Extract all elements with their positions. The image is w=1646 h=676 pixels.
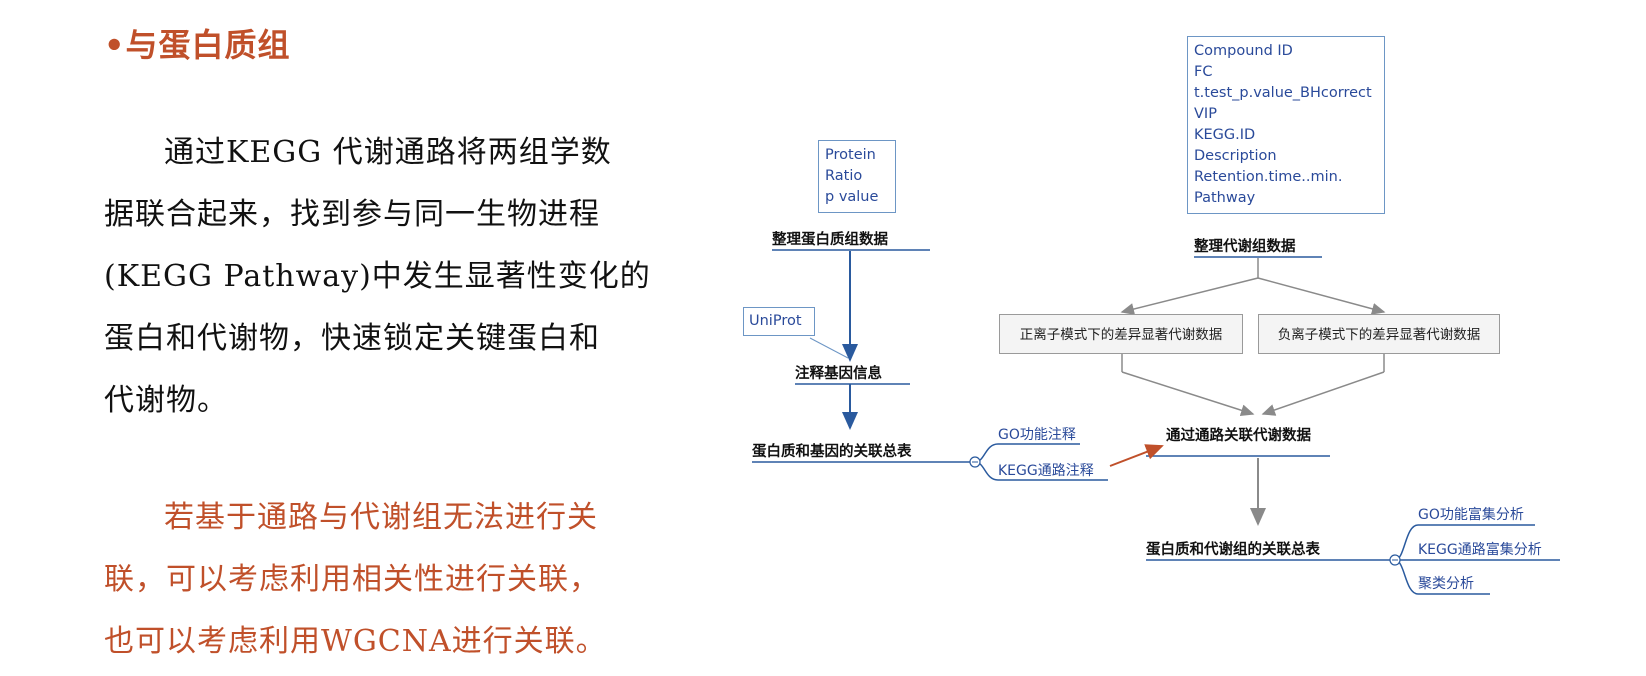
node-go-enrichment: GO功能富集分析 <box>1418 507 1524 523</box>
intro-line: 蛋白和代谢物，快速锁定关键蛋白和 <box>104 321 600 356</box>
metab-to-neg-arrow <box>1257 277 1386 315</box>
node-metabolome-data: 整理代谢组数据 <box>1194 239 1296 255</box>
note-line: 也可以考虑利用WGCNA进行关联。 <box>104 624 607 659</box>
node-protein-gene-table: 蛋白质和基因的关联总表 <box>752 444 912 460</box>
intro-line: 通过KEGG 代谢通路将两组学数 <box>164 135 612 170</box>
uniprot-label: UniProt <box>749 313 802 329</box>
uniprot-connector <box>809 337 849 359</box>
node-protein-data: 整理蛋白质组数据 <box>772 232 888 248</box>
intro-line: 据联合起来，找到参与同一生物进程 <box>104 197 600 232</box>
intro-line: (KEGG Pathway)中发生显著性变化的 <box>104 259 651 294</box>
compound-field: Compound ID <box>1194 43 1293 59</box>
node-go-annotation: GO功能注释 <box>998 427 1076 443</box>
neg-to-link-arrow <box>1261 371 1385 416</box>
kegg-to-link-arrow <box>1109 444 1164 467</box>
node-gene-annotation: 注释基因信息 <box>795 366 882 382</box>
node-negative-mode: 负离子模式下的差异显著代谢数据 <box>1258 314 1500 354</box>
compound-field: Description <box>1194 148 1277 164</box>
intro-line: 代谢物。 <box>104 383 228 418</box>
pos-to-link-arrow <box>1121 371 1255 417</box>
protein-field: Protein <box>825 147 876 163</box>
note-line: 联，可以考虑利用相关性进行关联， <box>104 562 600 597</box>
node-kegg-annotation: KEGG通路注释 <box>998 463 1094 479</box>
compound-field: FC <box>1194 64 1213 80</box>
protein-field: Ratio <box>825 168 863 184</box>
node-pathway-link: 通过通路关联代谢数据 <box>1166 428 1311 444</box>
intro-paragraph: 通过KEGG 代谢通路将两组学数 据联合起来，找到参与同一生物进程 (KEGG … <box>104 122 684 432</box>
protein-field: p value <box>825 189 879 205</box>
compound-field: t.test_p.value_BHcorrect <box>1194 85 1372 101</box>
node-final-table: 蛋白质和代谢组的关联总表 <box>1146 542 1320 558</box>
metab-to-pos-arrow <box>1120 277 1259 315</box>
node-positive-mode: 正离子模式下的差异显著代谢数据 <box>999 314 1243 354</box>
protein-fields-box: Protein Ratio p value <box>818 140 896 213</box>
node-kegg-enrichment: KEGG通路富集分析 <box>1418 542 1542 558</box>
compound-field: Retention.time..min. <box>1194 169 1343 185</box>
uniprot-box: UniProt <box>743 307 815 336</box>
compound-field: Pathway <box>1194 190 1256 206</box>
compound-field: VIP <box>1194 106 1217 122</box>
node-clustering: 聚类分析 <box>1418 576 1474 592</box>
note-paragraph: 若基于通路与代谢组无法进行关 联，可以考虑利用相关性进行关联， 也可以考虑利用W… <box>104 487 684 673</box>
compound-field: KEGG.ID <box>1194 127 1256 143</box>
note-line: 若基于通路与代谢组无法进行关 <box>164 500 598 535</box>
compound-fields-box: Compound ID FC t.test_p.value_BHcorrect … <box>1187 36 1385 214</box>
slide-title: •与蛋白质组 <box>104 26 291 64</box>
